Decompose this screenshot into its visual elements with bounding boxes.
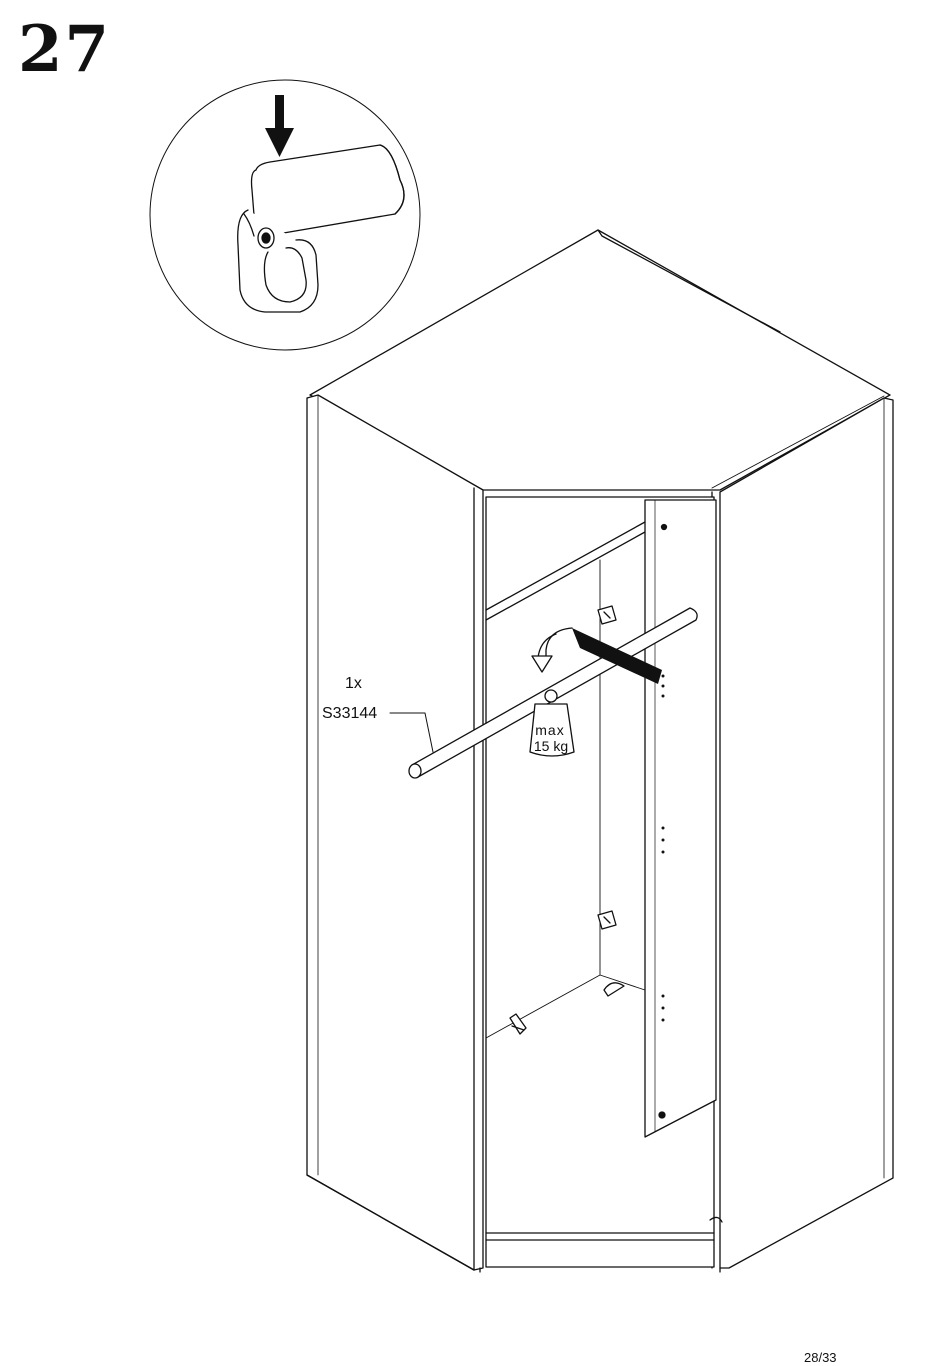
divider-panel	[645, 500, 716, 1137]
part-quantity-label: 1x	[345, 676, 362, 692]
detail-rail	[252, 145, 405, 236]
rail-bracket-lower	[598, 911, 616, 929]
weight-value-label: 15 kg	[526, 739, 576, 753]
rail-bracket-upper	[598, 606, 616, 624]
left-side-panel	[307, 395, 483, 1270]
press-down-arrow-icon	[265, 95, 294, 157]
detail-zoom-callout	[150, 80, 420, 350]
max-weight-label: max	[530, 723, 570, 737]
part-code-label: S33144	[322, 706, 377, 722]
right-side-panel	[720, 398, 893, 1268]
corner-wardrobe	[307, 230, 893, 1272]
page-number: 28/33	[804, 1350, 837, 1365]
